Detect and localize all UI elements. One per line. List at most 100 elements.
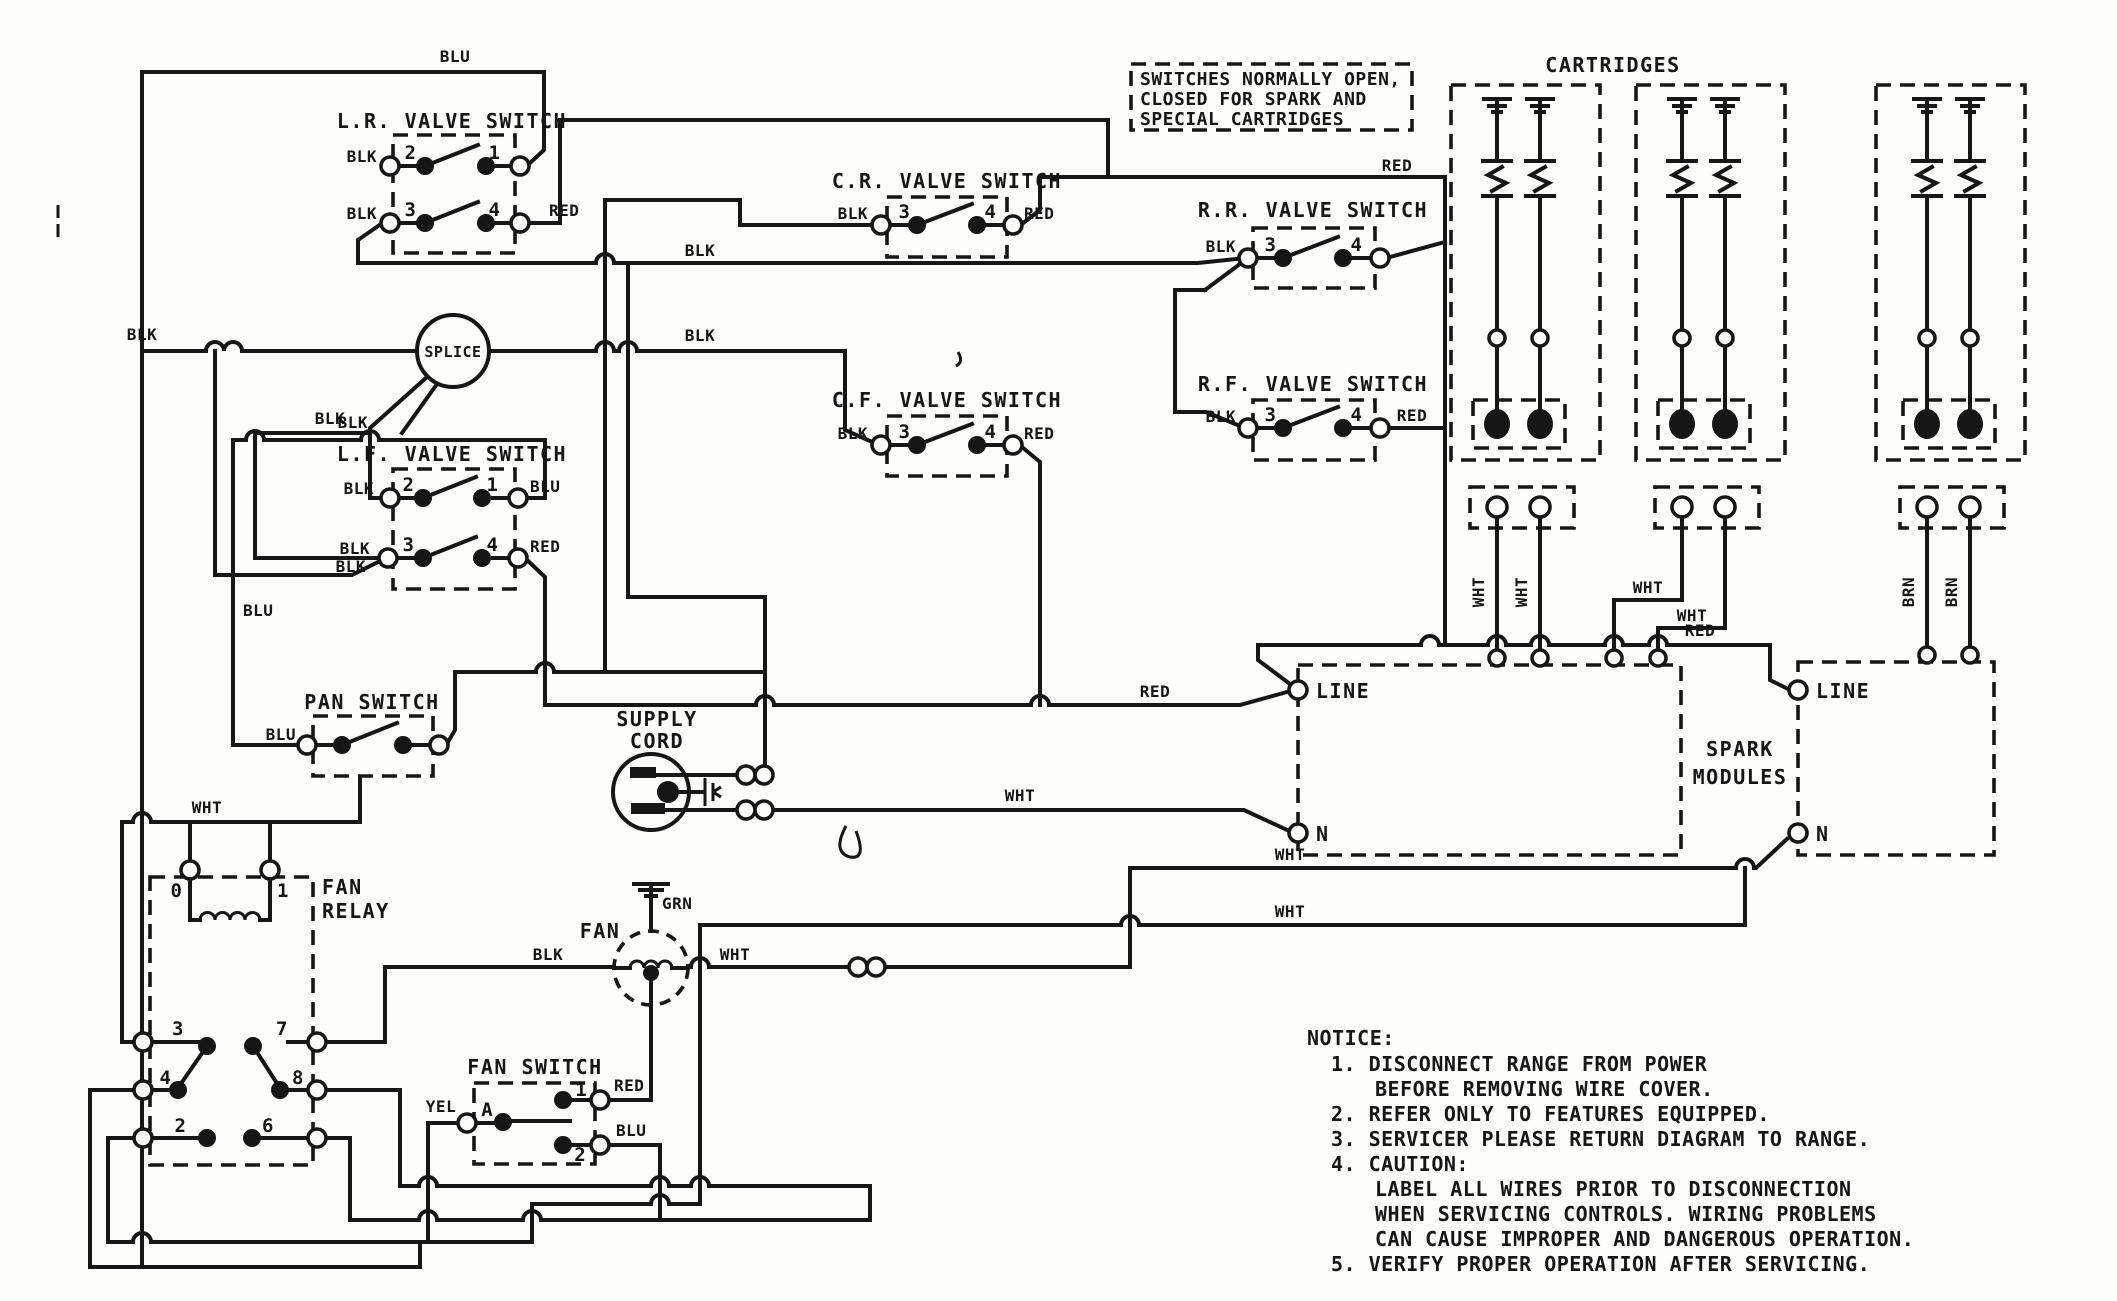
switch-contacts	[1255, 404, 1373, 431]
contact-dot	[169, 1081, 187, 1099]
terminal	[306, 1127, 328, 1149]
contact-dot	[414, 489, 432, 507]
connector-pin	[1485, 495, 1509, 519]
electrode-gap	[1917, 328, 1937, 348]
electrode-gap	[1487, 328, 1507, 348]
contact-dot	[271, 1081, 289, 1099]
wire-label-wht: WHT	[1677, 606, 1707, 625]
wire-net-red-switches	[527, 118, 1448, 647]
terminal-number: 1	[277, 880, 288, 902]
switch-title: L.F. VALVE SWITCH	[337, 442, 567, 466]
cartridge-3-border	[1874, 83, 2027, 462]
wire-label-blu: BLU	[530, 477, 560, 496]
wire-rail-3	[88, 1088, 422, 1269]
wire-net-red-a	[524, 444, 1290, 707]
wire-label-red: RED	[1024, 204, 1054, 223]
terminal	[1237, 247, 1259, 269]
wire-label-blk: BLK	[127, 325, 157, 344]
supply-title: SUPPLY	[616, 707, 697, 731]
n-terminal	[1787, 822, 1809, 844]
terminal	[306, 1079, 328, 1101]
module-top-terminal	[1530, 648, 1550, 668]
splice-label: SPLICE	[424, 343, 481, 361]
relay-coil	[198, 911, 262, 921]
connector-block	[1898, 485, 2006, 530]
wire-label-blk: BLK	[315, 409, 345, 428]
terminal	[306, 1031, 328, 1053]
fan-relay: FAN RELAY 0 1 3 7 4 8 2 6 WHT	[132, 798, 388, 1167]
notice-line: WHEN SERVICING CONTROLS. WIRING PROBLEMS	[1375, 1202, 1877, 1226]
wire-label-blk: BLK	[338, 413, 368, 432]
coil-terminal	[179, 859, 201, 881]
terminal	[1002, 214, 1024, 236]
spark-modules-title: MODULES	[1693, 765, 1788, 789]
electrode-gap	[1960, 328, 1980, 348]
terminal	[379, 487, 401, 509]
contact-dot	[477, 214, 495, 232]
wiring	[88, 70, 1972, 1269]
module-top-terminal	[1960, 645, 1980, 665]
terminal-number: 7	[276, 1018, 287, 1040]
notice-line: BEFORE REMOVING WIRE COVER.	[1375, 1077, 1714, 1101]
note-line: SWITCHES NORMALLY OPEN,	[1140, 69, 1401, 90]
connector-pin	[1670, 495, 1694, 519]
n-label: N	[1316, 822, 1330, 846]
terminal	[296, 734, 318, 756]
contact-dot	[198, 1129, 216, 1147]
terminal-number: 1	[575, 1079, 586, 1101]
wire-label-blu: BLU	[440, 47, 470, 66]
wire-fan-blk	[324, 965, 616, 1044]
terminal-number: 3	[172, 1018, 183, 1040]
notice-line: 5. VERIFY PROPER OPERATION AFTER SERVICI…	[1331, 1252, 1870, 1276]
switch-title: PAN SWITCH	[304, 690, 439, 714]
switch-title: FAN SWITCH	[467, 1055, 602, 1079]
wire-label-yel: YEL	[426, 1097, 456, 1116]
terminal-number: 2	[403, 474, 414, 496]
terminal	[1369, 247, 1391, 269]
burner-dot	[1669, 409, 1695, 439]
module-top-terminal	[1487, 648, 1507, 668]
wire-label-wht: WHT	[192, 798, 222, 817]
wire-label-red: RED	[1024, 424, 1054, 443]
contact-dot	[554, 1091, 572, 1109]
terminal	[379, 155, 401, 177]
wire-label-blk: BLK	[685, 241, 715, 260]
contact-dot	[333, 736, 351, 754]
contact-dot	[554, 1136, 572, 1154]
terminal	[428, 734, 450, 756]
relay-contacts	[150, 1040, 310, 1140]
contact-dot	[473, 549, 491, 567]
cartridge-1-border	[1449, 83, 1602, 462]
connector-pair	[865, 956, 887, 978]
electrode-symbols	[1481, 97, 1986, 414]
wire-label-grn: GRN	[662, 894, 692, 913]
wire-label-blk: BLK	[344, 479, 374, 498]
notice-line: 1. DISCONNECT RANGE FROM POWER	[1331, 1052, 1708, 1076]
connector-pin	[1713, 495, 1737, 519]
wire-yel	[426, 1121, 460, 1244]
connector-pair	[847, 956, 869, 978]
line-label: LINE	[1816, 679, 1870, 703]
splice-circle	[415, 313, 491, 389]
fan-title: FAN	[580, 919, 621, 943]
terminal	[507, 487, 529, 509]
switch-border	[391, 133, 517, 255]
wire-label-wht: WHT	[1633, 578, 1663, 597]
terminal	[509, 155, 531, 177]
contact-dot	[1274, 419, 1292, 437]
terminal-number: 1	[487, 474, 498, 496]
wire-fan-switch	[607, 979, 653, 1102]
terminal-number: 4	[160, 1067, 171, 1089]
wire-label-blu: BLU	[243, 601, 273, 620]
connector-pair	[753, 764, 775, 786]
switch-title: R.R. VALVE SWITCH	[1198, 198, 1428, 222]
notice-line: 4. CAUTION:	[1331, 1152, 1469, 1176]
wire-relay-feeds	[120, 776, 362, 1044]
terminal	[509, 212, 531, 234]
connector-pin	[1958, 495, 1982, 519]
wire-label-blk: BLK	[340, 539, 370, 558]
plug-prong	[630, 767, 656, 778]
wire-label-blk: BLK	[347, 204, 377, 223]
electrode-gap	[1530, 328, 1550, 348]
notice-block: NOTICE: 1. DISCONNECT RANGE FROM POWER B…	[1307, 1026, 1914, 1276]
